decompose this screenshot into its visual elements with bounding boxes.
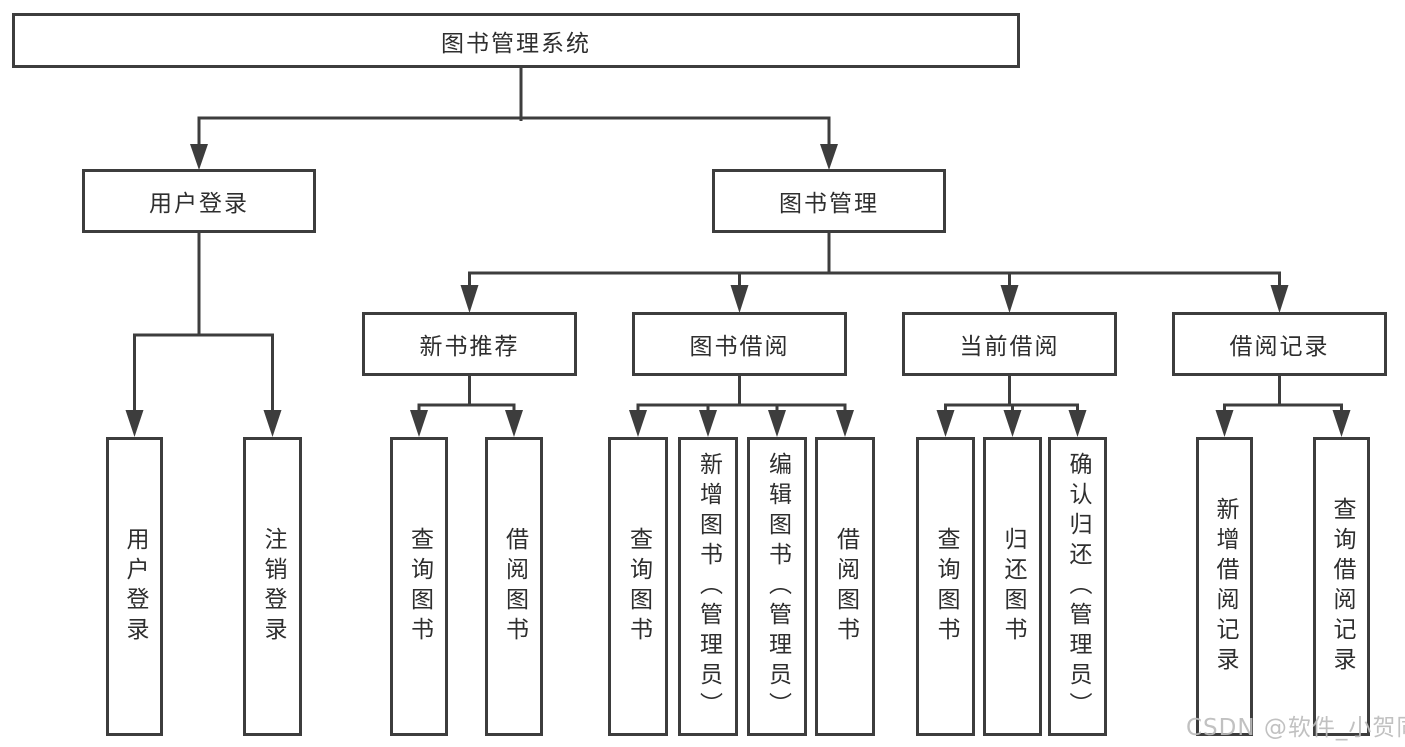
node-book-borrowing: 图书借阅 [632, 312, 847, 376]
node-new-book-recommendation: 新书推荐 [362, 312, 577, 376]
node-root: 图书管理系统 [12, 13, 1020, 68]
leaf-return-books: 归还图书 [983, 437, 1042, 736]
leaf-confirm-return-admin: 确认归还（管理员） [1048, 437, 1107, 736]
leaf-edit-books-admin: 编辑图书（管理员） [747, 437, 807, 736]
node-borrowing-records: 借阅记录 [1172, 312, 1387, 376]
leaf-query-books-borrow: 查询图书 [608, 437, 668, 736]
leaf-borrow-books-recommend: 借阅图书 [485, 437, 543, 736]
leaf-borrow-books: 借阅图书 [815, 437, 875, 736]
leaf-query-borrow-record: 查询借阅记录 [1313, 437, 1370, 736]
leaf-add-borrow-record: 新增借阅记录 [1196, 437, 1253, 736]
watermark: CSDN @软件_小贺同学 [1186, 715, 1405, 741]
leaf-logout: 注销登录 [243, 437, 302, 736]
leaf-query-books-current: 查询图书 [916, 437, 975, 736]
leaf-user-login: 用户登录 [106, 437, 163, 736]
node-user-login: 用户登录 [82, 169, 316, 233]
arrowheads [125, 144, 1351, 437]
leaf-query-books-recommend: 查询图书 [390, 437, 448, 736]
node-current-borrowing: 当前借阅 [902, 312, 1117, 376]
node-book-management: 图书管理 [712, 169, 946, 233]
leaf-add-books-admin: 新增图书（管理员） [678, 437, 738, 736]
